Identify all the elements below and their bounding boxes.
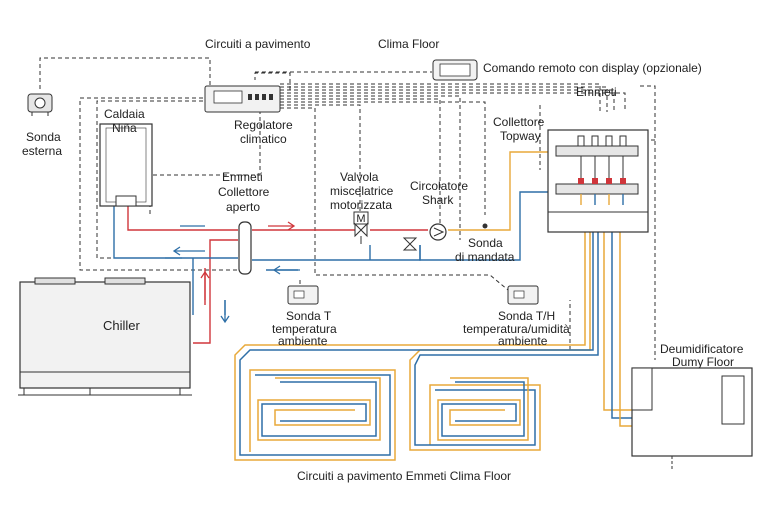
label-sonda-t-1: Sonda T	[286, 309, 332, 323]
control-wiring	[39, 57, 656, 360]
sonda-t-sensor	[287, 285, 319, 305]
label-sonda-mandata-1: Sonda	[468, 236, 503, 250]
label-sonda-t-2: temperatura	[272, 322, 337, 336]
collettore-topway-manifold	[547, 129, 649, 233]
label-sonda-th-1: Sonda T/H	[498, 309, 555, 323]
label-collettore-topway-2: Topway	[500, 129, 541, 143]
sonda-esterna-sensor	[27, 93, 53, 116]
floor-circuits	[234, 205, 650, 461]
label-regolatore-2: climatico	[240, 132, 287, 146]
label-circuiti-bottom: Circuiti a pavimento Emmeti Clima Floor	[297, 469, 511, 483]
label-valvola-3: motorizzata	[330, 198, 392, 212]
label-deumidificatore-2: Dumy Floor	[672, 355, 734, 369]
valve-m-label: M	[356, 213, 365, 225]
label-caldaia-2: Niña	[112, 121, 137, 135]
diagram-labels: Circuiti a pavimento Clima Floor Comando…	[22, 37, 744, 483]
manifold-pipes	[370, 151, 558, 261]
label-regolatore-1: Regolatore	[234, 118, 293, 132]
label-sonda-th-2: temperatura/umidità	[463, 322, 570, 336]
label-sonda-t-3: ambiente	[278, 334, 328, 348]
flow-arrows	[165, 221, 300, 324]
label-deumidificatore-1: Deumidificatore	[660, 342, 744, 356]
check-valve	[402, 237, 418, 251]
label-collettore-topway-1: Collettore	[493, 115, 545, 129]
caldaia-boiler	[99, 123, 153, 207]
label-valvola-1: Valvola	[340, 170, 379, 184]
label-sonda-mandata-2: di mandata	[455, 250, 515, 264]
circolatore-pump	[429, 223, 447, 241]
label-caldaia-1: Caldaia	[104, 107, 145, 121]
label-valvola-2: miscelatrice	[330, 184, 394, 198]
label-clima-floor: Clima Floor	[378, 37, 439, 51]
label-sonda-esterna-2: esterna	[22, 144, 62, 158]
sonda-mandata-sensor	[482, 223, 488, 229]
label-comando-remoto: Comando remoto con display (opzionale)	[483, 61, 702, 75]
label-chiller: Chiller	[103, 318, 141, 333]
sonda-th-sensor	[507, 285, 539, 305]
valvola-miscelatrice: M	[353, 211, 369, 244]
deumidificatore-unit	[631, 367, 753, 470]
chiller-unit	[18, 277, 192, 396]
label-collettore-aperto-3: aperto	[226, 200, 260, 214]
label-sonda-th-3: ambiente	[498, 334, 548, 348]
label-collettore-aperto-2: Collettore	[218, 185, 270, 199]
label-emmeti-top: Emmeti	[576, 85, 617, 99]
label-circolatore-1: Circolatore	[410, 179, 468, 193]
label-sonda-esterna-1: Sonda	[26, 130, 61, 144]
comando-remoto-display	[432, 59, 478, 81]
label-circuiti-pavimento: Circuiti a pavimento	[205, 37, 311, 51]
collettore-aperto	[238, 221, 252, 275]
regolatore-climatico	[204, 85, 281, 113]
label-collettore-aperto-1: Emmeti	[222, 170, 263, 184]
label-circolatore-2: Shark	[422, 193, 454, 207]
